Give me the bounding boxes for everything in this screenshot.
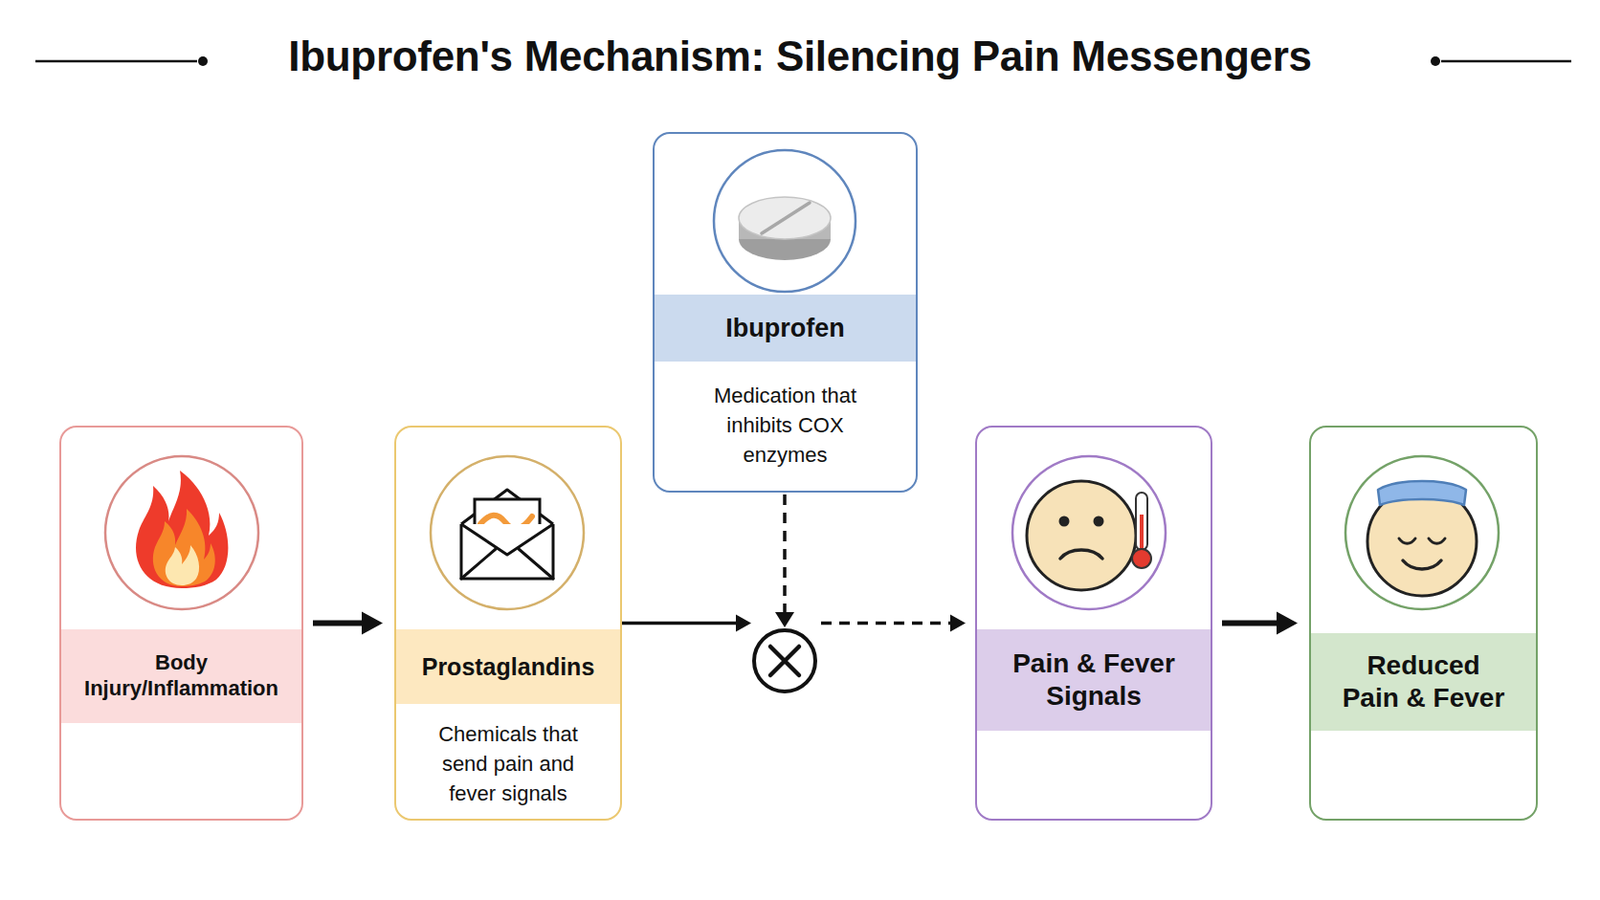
inhibition-leader — [775, 494, 795, 628]
title-band: Prostaglandins — [396, 629, 621, 705]
pill-icon — [713, 150, 856, 292]
envelope-icon — [430, 456, 584, 610]
title-dot — [198, 56, 208, 67]
process-box: Pain & Fever Signals — [975, 425, 1213, 822]
title-band: Body Injury/Inflammation — [61, 629, 302, 724]
process-box: ProstaglandinsChemicals that send pain a… — [394, 425, 623, 822]
node-title: Reduced Pain & Fever — [1338, 649, 1510, 715]
flow-arrow — [1222, 612, 1298, 636]
title-dot — [1430, 56, 1441, 67]
process-box: Body Injury/Inflammation — [59, 425, 304, 822]
diagram-title: Ibuprofen's Mechanism: Silencing Pain Me… — [0, 32, 1600, 81]
title-band: Ibuprofen — [654, 294, 916, 362]
title-rule — [1441, 60, 1572, 64]
process-box: IbuprofenMedication that inhibits COX en… — [652, 132, 918, 493]
node-title: Body Injury/Inflammation — [64, 650, 299, 703]
flame-icon — [105, 456, 259, 610]
title-band: Reduced Pain & Fever — [1311, 633, 1536, 732]
process-box: Reduced Pain & Fever — [1309, 425, 1538, 822]
flow-arrow — [622, 615, 966, 633]
node-title: Prostaglandins — [399, 652, 618, 683]
sad-face-icon — [1012, 456, 1166, 610]
node-title: Ibuprofen — [661, 312, 911, 345]
node-description: Chemicals that send pain and fever signa… — [419, 719, 598, 809]
title-band: Pain & Fever Signals — [977, 629, 1211, 732]
block-symbol — [754, 630, 816, 692]
relieved-face-icon — [1345, 456, 1499, 610]
node-title: Pain & Fever Signals — [1008, 647, 1179, 713]
node-description: Medication that inhibits COX enzymes — [693, 380, 878, 470]
title-rule — [35, 60, 198, 64]
flow-arrow — [312, 612, 383, 636]
